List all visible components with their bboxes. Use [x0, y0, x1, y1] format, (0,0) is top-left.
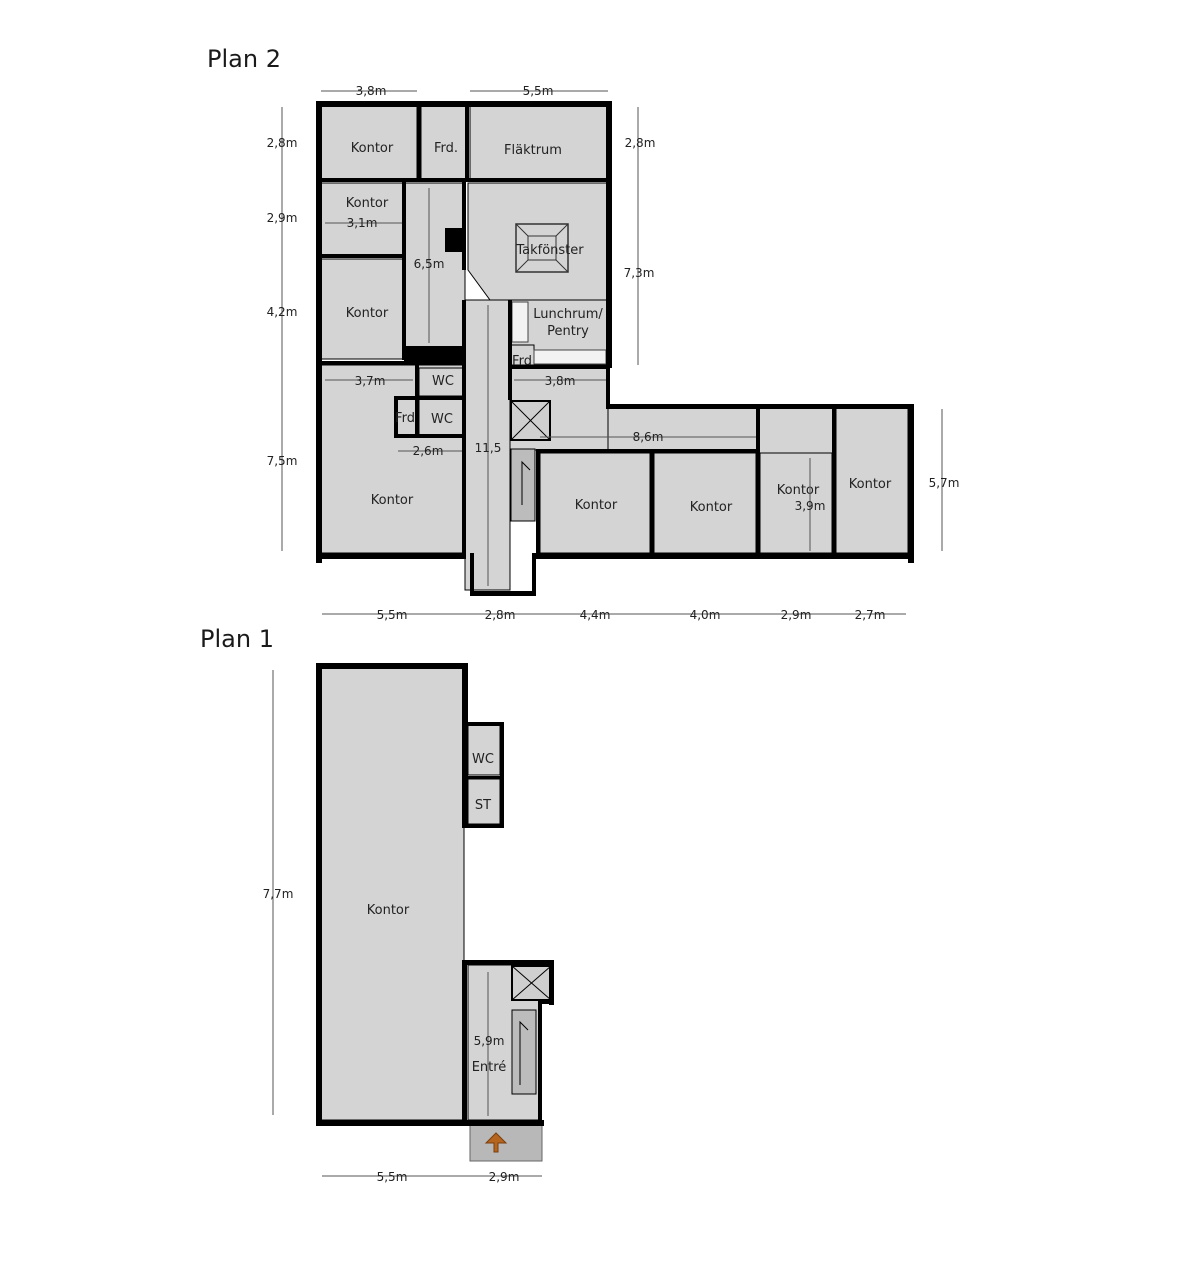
dim-stair-11-5: 11,5: [475, 441, 502, 455]
entrance-arrow-icon: [484, 1132, 508, 1153]
room-frd-a: [420, 104, 467, 180]
room-kontor-a: [320, 104, 418, 180]
label-kontor-plan1: Kontor: [367, 903, 410, 918]
plan1-walls: [316, 663, 554, 1126]
plan1-floor: Kontor WC ST Entré 7,7m 5,9m 5,5m 2,9m: [263, 663, 554, 1184]
label-frd-c: Frd: [395, 411, 415, 426]
kitchen-counter: [533, 349, 607, 365]
dim-right-1: 2,8m: [625, 136, 656, 150]
dim-right-5-7: 5,7m: [929, 476, 960, 490]
plan2-title: Plan 2: [207, 45, 281, 73]
room-kontor-e: [539, 452, 651, 554]
label-kontor-e: Kontor: [575, 498, 618, 513]
dim-top-right: 5,5m: [523, 84, 554, 98]
label-st: ST: [475, 798, 491, 813]
label-lunchrum: Lunchrum/: [533, 307, 603, 322]
plan1-dimensions: [272, 670, 542, 1177]
label-wc-plan1: WC: [472, 752, 494, 767]
room-kontor-c: [320, 258, 404, 360]
dim-left-4: 7,5m: [267, 454, 298, 468]
dim-bottom-1-plan1: 5,5m: [377, 1170, 408, 1184]
dim-bottom-4: 4,0m: [690, 608, 721, 622]
room-wc: [467, 724, 501, 776]
room-flaktrum: [469, 104, 609, 180]
dim-bottom-3: 4,4m: [580, 608, 611, 622]
label-pentry: Pentry: [547, 324, 589, 339]
label-kontor-h: Kontor: [849, 477, 892, 492]
stair-symbol-plan1: [511, 1009, 537, 1095]
label-kontor-g: Kontor: [777, 483, 820, 498]
plan1-title: Plan 1: [200, 625, 274, 653]
label-flaktrum: Fläktrum: [504, 143, 562, 158]
label-kontor-c: Kontor: [346, 306, 389, 321]
dim-left-3: 4,2m: [267, 305, 298, 319]
dim-right-7-3: 7,3m: [624, 266, 655, 280]
dim-inner-2-6: 2,6m: [413, 444, 444, 458]
room-kontor-g: [759, 452, 833, 554]
dim-bottom-2: 2,8m: [485, 608, 516, 622]
label-frd-b: Frd: [512, 354, 532, 369]
dim-bottom-1: 5,5m: [377, 608, 408, 622]
dim-inner-3-1: 3,1m: [347, 216, 378, 230]
label-kontor-d: Kontor: [371, 493, 414, 508]
label-wc-a: WC: [432, 374, 454, 389]
dim-entre-height: 5,9m: [474, 1034, 505, 1048]
dim-bottom-2-plan1: 2,9m: [489, 1170, 520, 1184]
dim-inner-3-9: 3,9m: [795, 499, 826, 513]
label-frd-a: Frd.: [434, 141, 458, 156]
dim-left-height: 7,7m: [263, 887, 294, 901]
label-kontor-a: Kontor: [351, 141, 394, 156]
label-entre: Entré: [472, 1060, 507, 1075]
plan2-dimensions: [281, 90, 943, 615]
plan2-floor: Kontor Frd. Fläktrum Kontor Takfönster K…: [267, 84, 960, 622]
dim-inner-3-7: 3,7m: [355, 374, 386, 388]
dim-left-2: 2,9m: [267, 211, 298, 225]
label-wc-b: WC: [431, 412, 453, 427]
dim-left-1: 2,8m: [267, 136, 298, 150]
dim-bottom-6: 2,7m: [855, 608, 886, 622]
dim-inner-3-8: 3,8m: [545, 374, 576, 388]
dim-corridor-6-5: 6,5m: [414, 257, 445, 271]
room-kontor-b: [320, 182, 404, 256]
room-kontor: [320, 666, 465, 1121]
label-kontor-b: Kontor: [346, 196, 389, 211]
dim-top-left: 3,8m: [356, 84, 387, 98]
dim-inner-8-6: 8,6m: [633, 430, 664, 444]
label-kontor-f: Kontor: [690, 500, 733, 515]
stair-symbol: [510, 448, 536, 522]
plan2-walls: [316, 101, 914, 596]
skylight-symbol: [515, 223, 569, 273]
corridor-upper: [404, 182, 466, 349]
label-takfonster: Takfönster: [515, 243, 584, 258]
dim-bottom-5: 2,9m: [781, 608, 812, 622]
